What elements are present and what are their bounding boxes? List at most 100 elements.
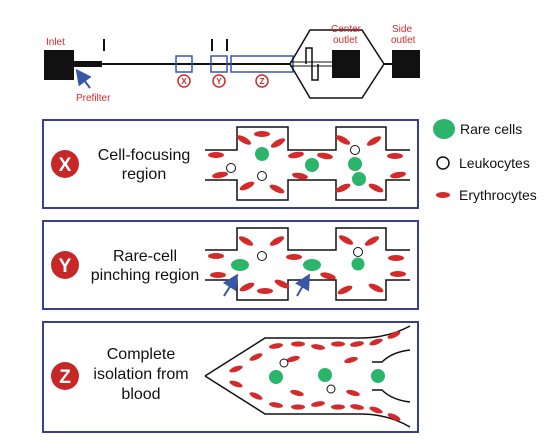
rbc [292, 172, 308, 180]
rbc [388, 255, 404, 261]
rbc [270, 138, 286, 148]
panel-z-badge-letter: Z [59, 367, 71, 388]
leukocyte [326, 384, 336, 394]
rbc [288, 151, 304, 159]
rbc [239, 282, 255, 292]
panel-x-erythrocytes [208, 131, 406, 194]
rbc [364, 236, 380, 246]
rbc [311, 344, 325, 350]
panel-x-leukocytes [226, 145, 360, 181]
rbc [208, 253, 224, 259]
marker-label-z: Z [260, 77, 265, 86]
rbc [390, 171, 406, 179]
panel-z-inner-bottom-wall [372, 389, 411, 403]
prefilter-bar [74, 61, 102, 67]
rare-cell [371, 369, 385, 383]
panel-z-title-1: Complete [107, 346, 176, 363]
panel-x-channel-top [205, 126, 410, 151]
rbc [291, 341, 305, 347]
panel-x-channel-bottom [205, 179, 410, 201]
rbc [249, 353, 263, 361]
panel-z-leukocytes [279, 358, 336, 394]
panel-z-erythrocytes [229, 331, 401, 421]
rare-cell [318, 368, 332, 382]
rbc [387, 331, 401, 339]
rare-cell [348, 157, 362, 171]
leukocyte [257, 171, 267, 181]
rbc [335, 183, 351, 193]
rbc [254, 131, 270, 137]
legend-rare-cell-swatch [433, 119, 455, 139]
rbc [368, 283, 384, 293]
panel-y: Y Rare-cell pinching region [42, 220, 419, 310]
panel-z-inner-top-wall [372, 349, 411, 363]
leukocyte [257, 251, 267, 261]
top-schematic: Inlet Prefilter X Y Z Center outlet Side… [44, 24, 420, 104]
rbc [290, 389, 304, 397]
marker-badge-z [255, 74, 269, 88]
panel-y-title-1: Rare-cell [113, 248, 177, 265]
marker-badge-y [212, 74, 226, 88]
prefilter-arrow [75, 68, 92, 89]
pinch-arrow-2 [295, 273, 311, 297]
rare-cell [351, 257, 365, 271]
rbc [344, 356, 358, 364]
rbc [311, 401, 325, 407]
legend-leukocytes-label: Leukocytes [459, 155, 530, 171]
rbc [369, 338, 383, 346]
rbc [350, 341, 364, 347]
inlet-label: Inlet [46, 37, 65, 48]
rbc [229, 365, 243, 373]
panel-z-outer-top-wall [204, 325, 411, 377]
rare-cell [352, 172, 366, 186]
panel-z-badge [51, 362, 79, 390]
panel-y-badge-letter: Y [59, 256, 72, 277]
rare-cell [231, 259, 249, 271]
rbc [210, 272, 226, 278]
panel-x-frame [42, 119, 419, 209]
side-outlet-label-1: Side [392, 24, 412, 35]
rbc [337, 285, 353, 295]
rbc [269, 402, 283, 408]
inlet-port [44, 50, 74, 80]
rbc [387, 153, 403, 159]
marker-box-z [230, 55, 294, 73]
side-outlet-label-2: outlet [391, 35, 416, 46]
center-outlet-label-2: outlet [333, 35, 358, 46]
rbc [208, 152, 224, 158]
marker-label-x: X [181, 77, 187, 86]
rbc [212, 171, 228, 179]
rare-cell [305, 158, 319, 172]
rbc [368, 183, 384, 193]
panel-y-title-2: pinching region [91, 267, 200, 284]
rbc [229, 380, 243, 388]
side-outlet-port [392, 50, 420, 78]
rbc [269, 184, 285, 194]
center-outlet-label-1: Center [331, 24, 362, 35]
marker-box-y [210, 55, 228, 73]
panel-x: X Cell-focusing region [42, 119, 419, 209]
legend-erythrocytes-label: Erythrocytes [459, 187, 537, 203]
panel-z-outer-bottom-wall [204, 375, 411, 428]
pinch-arrow-1 [222, 273, 239, 297]
rbc [317, 152, 333, 160]
prefilter-label: Prefilter [76, 93, 111, 104]
panel-y-rare-cells [231, 257, 365, 271]
panel-y-badge [51, 251, 79, 279]
panel-z-title-3: blood [121, 386, 160, 403]
rbc [338, 235, 354, 245]
legend-erythrocyte-swatch [436, 192, 450, 198]
rbc [286, 355, 300, 363]
leukocyte [353, 247, 363, 257]
serpentine-channel [305, 47, 319, 81]
center-outlet-port [332, 50, 360, 78]
rbc [238, 236, 254, 246]
leukocyte [226, 163, 236, 173]
panel-x-title-2: region [122, 166, 166, 183]
panel-y-frame [42, 220, 419, 310]
panel-z-frame [42, 321, 419, 433]
rbc [331, 341, 345, 347]
leukocyte [350, 145, 360, 155]
panel-y-channel-top [205, 227, 410, 251]
